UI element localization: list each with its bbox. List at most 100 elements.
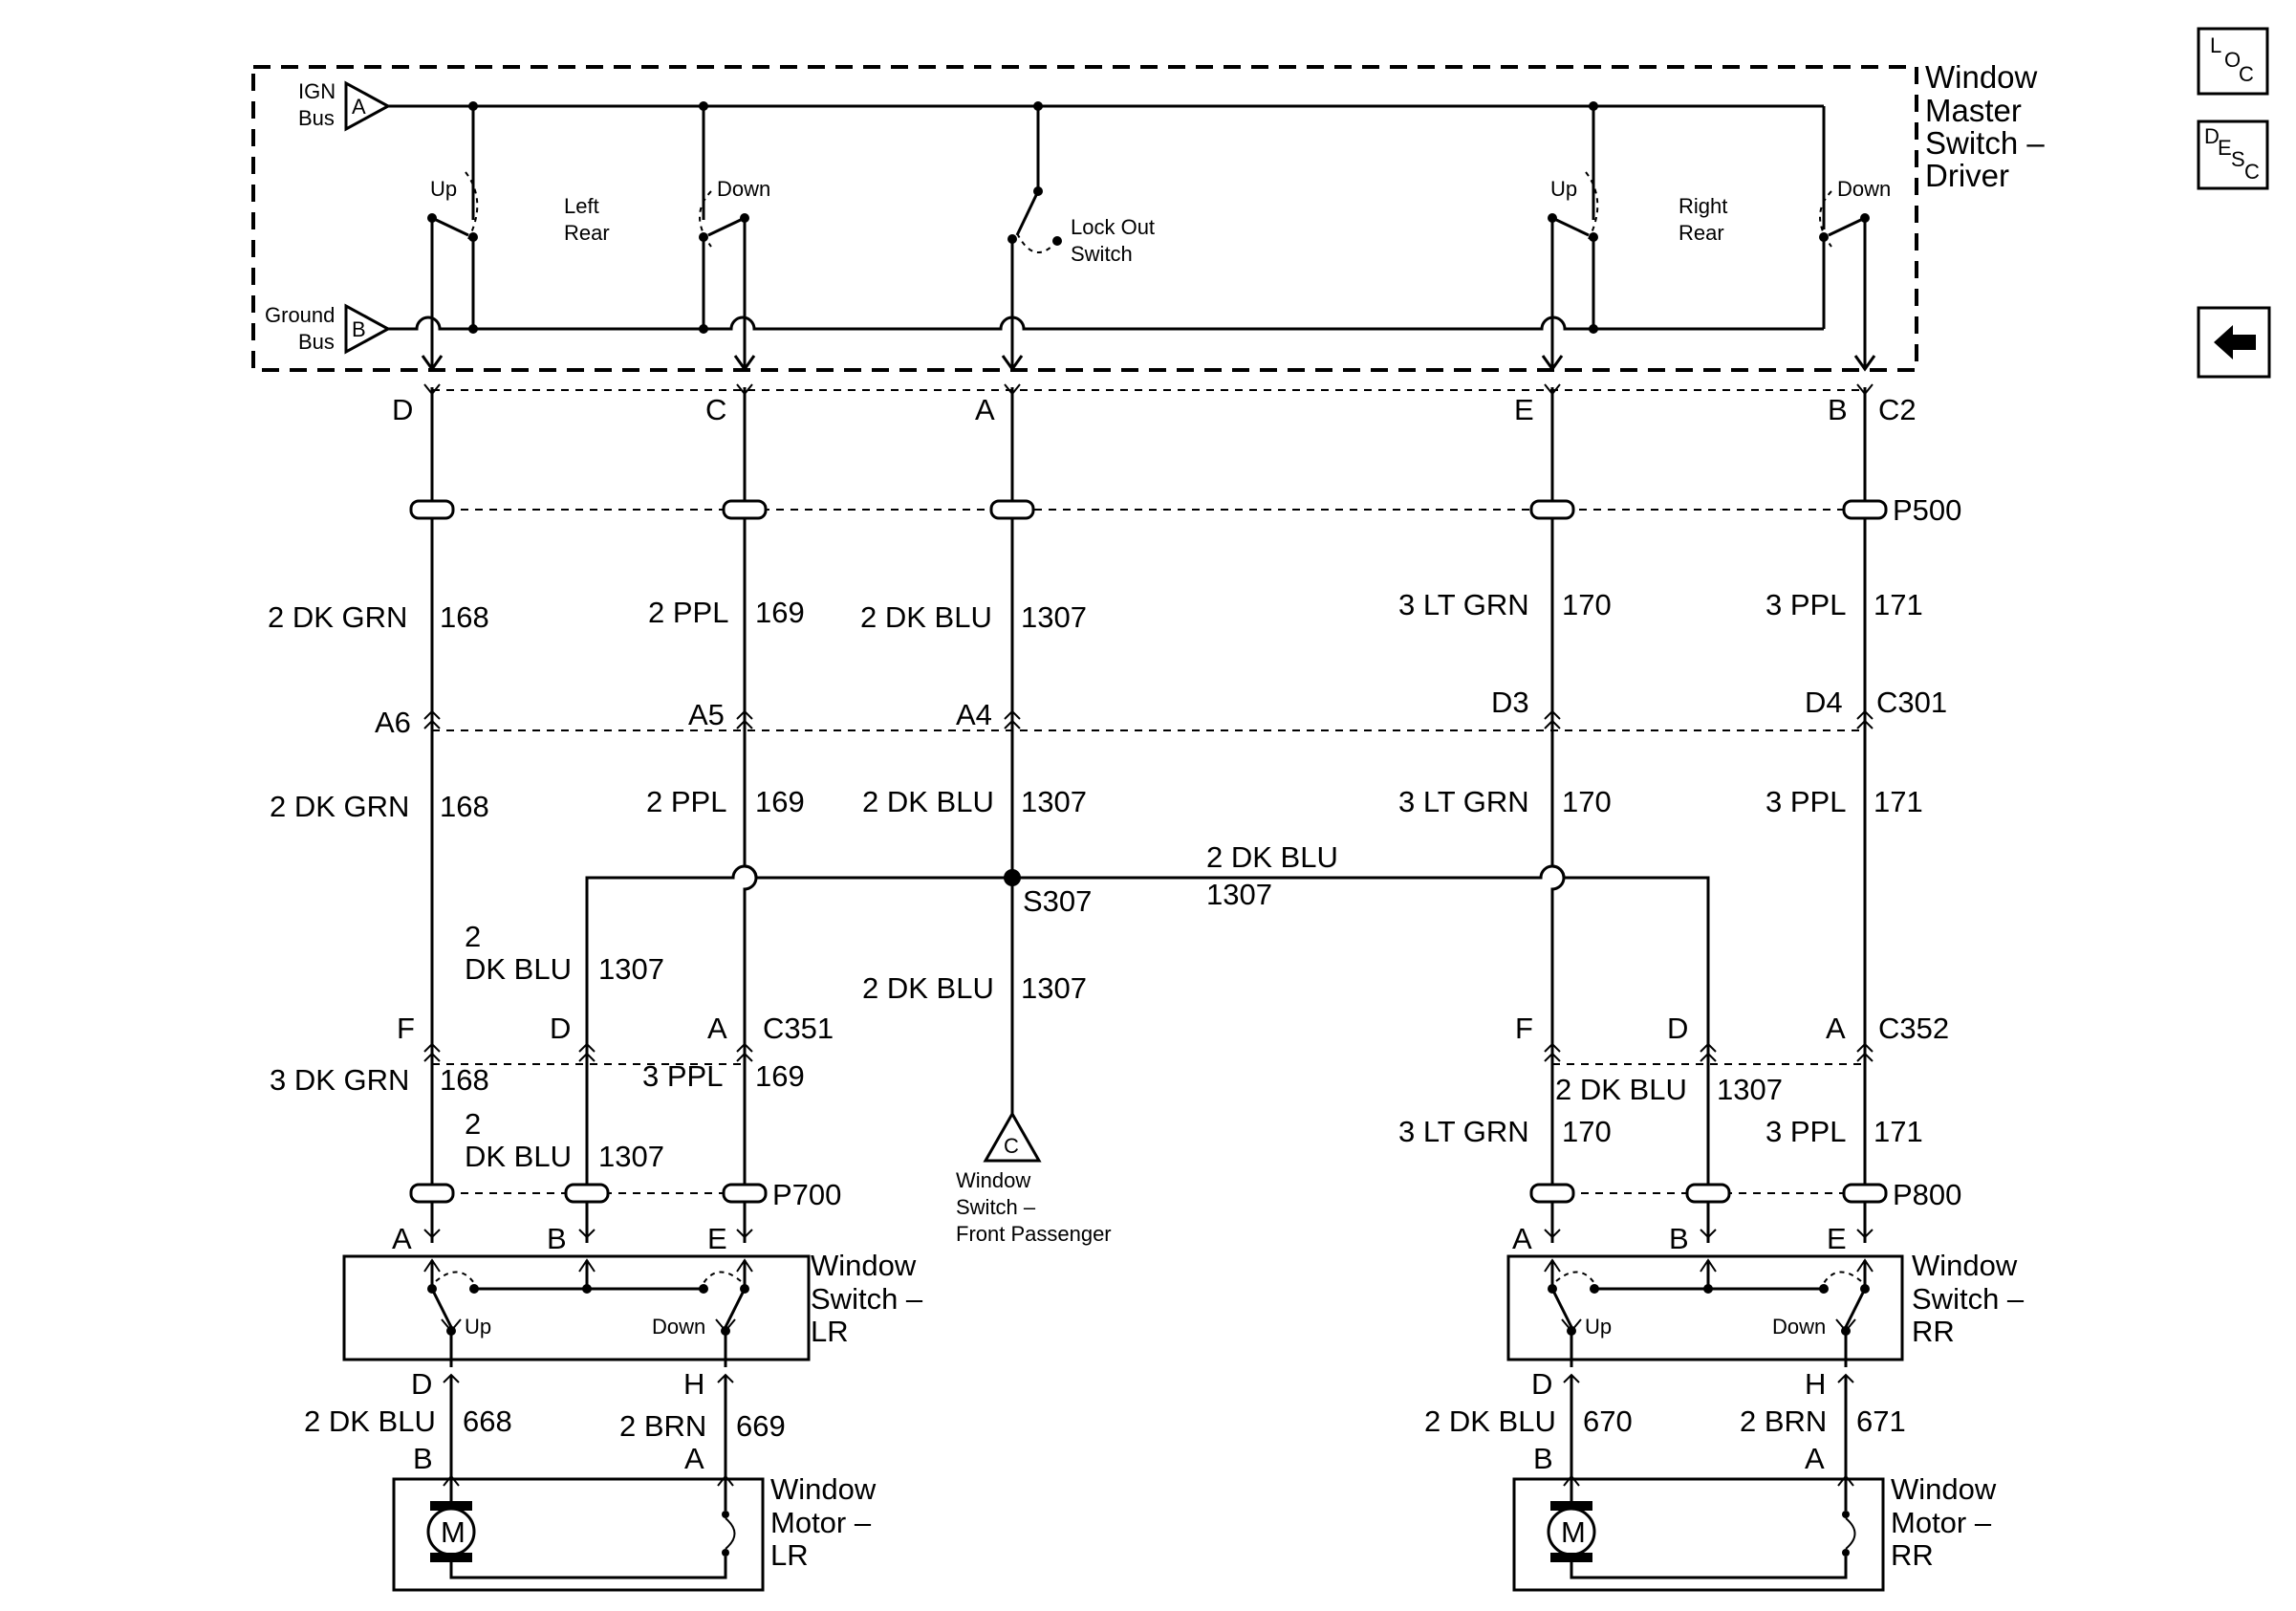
diagram-label: 669 (736, 1409, 786, 1443)
diagram-label: D3 (1491, 686, 1529, 719)
diagram-label: RR (1891, 1538, 1934, 1572)
diagram-label: 2 DK GRN (270, 790, 409, 823)
window-switch-rr: A B E Up Down Window Switch – RR (1506, 1222, 2025, 1367)
diagram-label: Driver (1925, 158, 2009, 193)
diagram-label: 3 PPL (1765, 785, 1846, 818)
splice-s307 (1004, 869, 1021, 886)
diagram-label: 169 (755, 596, 805, 629)
master-lr-up-switch: Up (421, 101, 479, 372)
diagram-label: 170 (1562, 1115, 1612, 1148)
diagram-label: 168 (440, 1063, 489, 1097)
diagram-label: Switch (1071, 242, 1133, 266)
diagram-label: 3 LT GRN (1398, 588, 1529, 621)
back-button[interactable] (2197, 306, 2271, 379)
diagram-label: D (1667, 1012, 1688, 1045)
loc-button[interactable]: L O C (2197, 27, 2269, 96)
diagram-label: 2 DK BLU (862, 971, 994, 1005)
diagram-label: 2 (465, 1107, 481, 1141)
diagram-label: C352 (1878, 1012, 1949, 1045)
ign-bus-terminal (344, 80, 392, 132)
diagram-label: A (392, 1222, 412, 1255)
diagram-label: C2 (1878, 393, 1917, 426)
diagram-label: Switch – (1912, 1282, 2025, 1316)
diagram-label: 171 (1874, 588, 1923, 621)
diagram-label: D (392, 393, 413, 426)
master-switch-enclosure (251, 65, 1918, 372)
diagram-label: RR (1912, 1315, 1955, 1348)
ground-bus-line (388, 316, 1824, 331)
window-motor-rr: B A M Window Motor – RR (1512, 1442, 1997, 1592)
diagram-label: Up (430, 177, 457, 201)
diagram-label: Left (564, 194, 599, 218)
diagram-label: 668 (463, 1404, 512, 1438)
diagram-label: C (705, 393, 726, 426)
diagram-label: P500 (1893, 493, 1961, 527)
diagram-label: 2 (465, 920, 481, 953)
diagram-label: H (683, 1367, 704, 1401)
diagram-label: LR (770, 1538, 809, 1572)
diagram-label: 2 PPL (646, 785, 726, 818)
diagram-label: 3 PPL (1765, 588, 1846, 621)
diagram-label: 168 (440, 790, 489, 823)
diagram-label: 1307 (598, 1140, 664, 1173)
diagram-label: Front Passenger (956, 1222, 1112, 1246)
diagram-label: Right (1679, 194, 1727, 218)
diagram-label: D (2204, 124, 2220, 148)
diagram-label: C (1004, 1134, 1019, 1158)
diagram-label: D4 (1805, 686, 1843, 719)
diagram-label: S307 (1023, 884, 1092, 918)
diagram-label: 3 PPL (1765, 1115, 1846, 1148)
diagram-label: Motor – (770, 1506, 872, 1539)
diagram-label: Up (465, 1315, 491, 1339)
diagram-label: 171 (1874, 785, 1923, 818)
diagram-label: B (1533, 1442, 1553, 1475)
desc-button[interactable]: D E S C (2197, 120, 2269, 190)
diagram-label: O (2224, 48, 2241, 72)
diagram-label: Down (652, 1315, 705, 1339)
diagram-label: Switch – (811, 1282, 923, 1316)
diagram-label: A (684, 1442, 704, 1475)
diagram-label: 2 DK BLU (862, 785, 994, 818)
diagram-label: 170 (1562, 588, 1612, 621)
diagram-label: C351 (763, 1012, 834, 1045)
diagram-label: 2 DK BLU (1206, 840, 1338, 874)
diagram-label: 1307 (1717, 1073, 1783, 1106)
diagram-label: 3 LT GRN (1398, 785, 1529, 818)
diagram-label: E (1514, 393, 1534, 426)
diagram-label: 3 DK GRN (270, 1063, 409, 1097)
diagram-label: Window (956, 1168, 1030, 1192)
wire-169 (743, 387, 758, 1052)
diagram-label: B (547, 1222, 567, 1255)
diagram-label: F (1515, 1012, 1533, 1045)
diagram-label: E (1827, 1222, 1847, 1255)
diagram-label: 3 PPL (642, 1059, 723, 1093)
diagram-label: 171 (1874, 1115, 1923, 1148)
diagram-label: A (1512, 1222, 1532, 1255)
diagram-label: Ground (265, 303, 335, 327)
diagram-label: 2 BRN (619, 1409, 706, 1443)
diagram-label: Window (1891, 1472, 1997, 1506)
diagram-label: A4 (956, 698, 992, 731)
diagram-label: 169 (755, 785, 805, 818)
diagram-label: 2 DK BLU (304, 1404, 436, 1438)
diagram-label: D (411, 1367, 432, 1401)
diagram-label: F (397, 1012, 415, 1045)
diagram-label: 3 LT GRN (1398, 1115, 1529, 1148)
diagram-label: 2 DK BLU (860, 600, 992, 634)
diagram-label: A (352, 95, 366, 119)
diagram-label: H (1805, 1367, 1826, 1401)
diagram-label: Up (1585, 1315, 1612, 1339)
diagram-label: 1307 (1021, 785, 1087, 818)
diagram-label: 670 (1583, 1404, 1633, 1438)
diagram-label: A (975, 393, 995, 426)
diagram-label: Bus (298, 330, 335, 354)
diagram-label: DK BLU (465, 1140, 572, 1173)
passenger-switch-terminal (983, 1110, 1042, 1163)
diagram-label: C (2244, 160, 2260, 184)
diagram-label: A (1805, 1442, 1825, 1475)
diagram-label: 170 (1562, 785, 1612, 818)
diagram-label: D (1531, 1367, 1552, 1401)
diagram-label: 2 DK BLU (1424, 1404, 1556, 1438)
diagram-label: 671 (1856, 1404, 1906, 1438)
diagram-label: P800 (1893, 1178, 1961, 1211)
